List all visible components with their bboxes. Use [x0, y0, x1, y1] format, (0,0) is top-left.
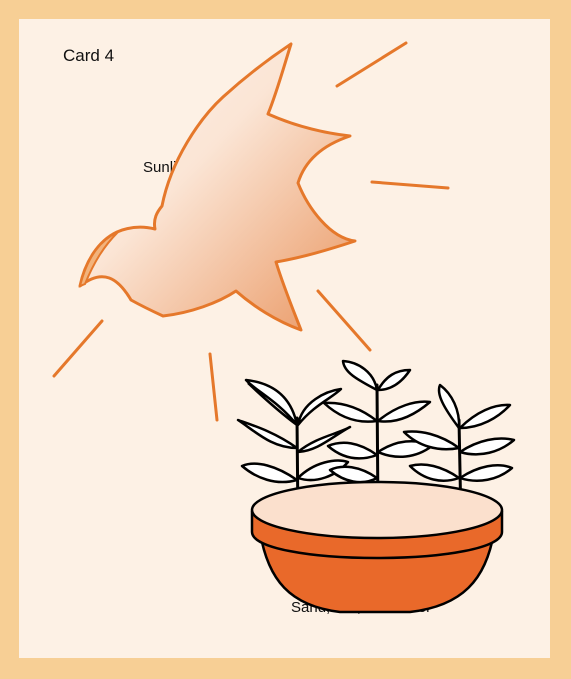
sun-ray — [318, 291, 370, 350]
sun — [80, 44, 355, 330]
sun-body — [80, 44, 355, 330]
leaf — [343, 361, 377, 390]
pot-soil — [252, 482, 502, 538]
leaf — [324, 403, 377, 422]
leaf — [328, 443, 377, 459]
leaf — [238, 420, 297, 448]
sun-ray — [210, 354, 217, 420]
sun-ray — [372, 182, 448, 188]
leaf — [378, 402, 430, 422]
leaves — [238, 361, 514, 482]
leaf — [242, 464, 297, 482]
leaf — [460, 405, 510, 428]
leaf — [410, 465, 459, 481]
sun-ray — [337, 43, 406, 86]
leaf — [378, 370, 410, 390]
leaf — [246, 380, 297, 425]
leaf — [460, 465, 512, 481]
leaf — [330, 467, 377, 482]
leaf — [439, 385, 459, 428]
sun-ray — [54, 321, 102, 376]
leaf — [460, 439, 514, 455]
flower-pot — [252, 482, 502, 612]
